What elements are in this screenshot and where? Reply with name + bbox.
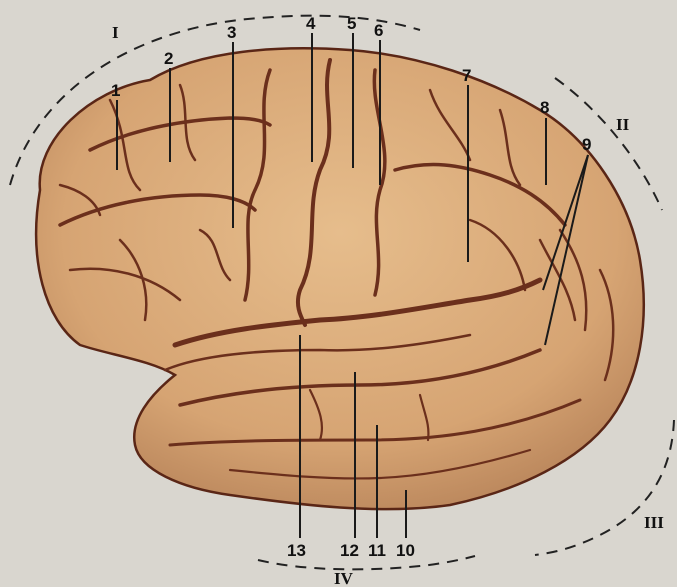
region-label-IV: IV bbox=[334, 569, 354, 587]
structure-label-1: 1 bbox=[111, 81, 120, 100]
structure-label-4: 4 bbox=[306, 14, 316, 33]
structure-label-3: 3 bbox=[227, 23, 236, 42]
structure-label-2: 2 bbox=[164, 49, 173, 68]
structure-label-5: 5 bbox=[347, 14, 356, 33]
structure-label-13: 13 bbox=[287, 541, 306, 560]
structure-label-10: 10 bbox=[396, 541, 415, 560]
structure-label-9: 9 bbox=[582, 135, 591, 154]
region-label-I: I bbox=[112, 23, 119, 42]
structure-label-8: 8 bbox=[540, 98, 549, 117]
structure-label-7: 7 bbox=[462, 66, 471, 85]
structure-label-6: 6 bbox=[374, 21, 383, 40]
region-label-II: II bbox=[616, 115, 630, 134]
structure-label-12: 12 bbox=[340, 541, 359, 560]
region-label-III: III bbox=[644, 513, 664, 532]
structure-label-11: 11 bbox=[368, 541, 386, 560]
